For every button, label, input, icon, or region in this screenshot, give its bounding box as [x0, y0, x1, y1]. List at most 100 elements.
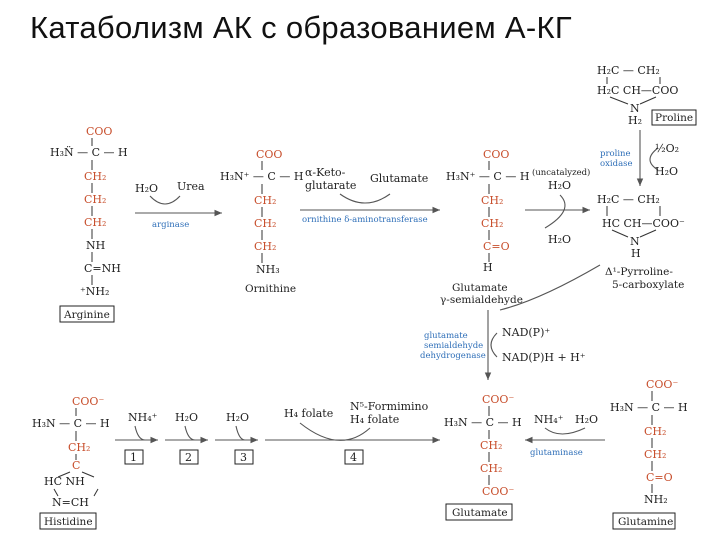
arg-ch2-1: CH₂ — [84, 170, 106, 183]
step-box-1 — [124, 449, 144, 465]
his-ch2: CH₂ — [68, 441, 90, 454]
glutamate-label: Glutamate — [452, 507, 508, 519]
p5c-label-line1: Δ¹-Pyrroline- — [605, 266, 673, 278]
glutaminase-enzyme: glutaminase — [530, 448, 583, 458]
gsa-dh-nadph: NAD(P)H + H⁺ — [502, 351, 586, 364]
gsa-co: C=O — [483, 240, 510, 253]
glutaminase-step: NH₄⁺ H₂O glutaminase — [525, 413, 605, 458]
his-c: C — [72, 459, 80, 472]
step-box-2 — [179, 449, 199, 465]
gsa-dehydrogenase-step: glutamate semialdehyde dehydrogenase NAD… — [420, 310, 586, 380]
orn-nh3: NH₃ — [256, 263, 280, 276]
proline-label-box — [651, 109, 697, 126]
histidine-label: Histidine — [44, 516, 93, 528]
step-num-2: 2 — [185, 451, 192, 464]
glu-coo-bottom: COO⁻ — [482, 485, 514, 498]
gsa-dh-line3: dehydrogenase — [420, 351, 486, 361]
page-title: Катаболизм АК с образованием А-КГ — [30, 10, 572, 45]
gln-coo: COO⁻ — [646, 378, 678, 391]
p5c-row2: HC CH—COO⁻ — [602, 217, 685, 230]
glutamate-label-box — [445, 503, 513, 521]
glu-ch2-2: CH₂ — [480, 462, 502, 475]
step-num-3: 3 — [240, 451, 247, 464]
orn-alpha: H₃N⁺ — C — H — [220, 170, 303, 183]
glu-coo-top: COO⁻ — [482, 393, 514, 406]
his-alpha: H₃N — C — H — [32, 417, 110, 430]
gsa-h: H — [483, 261, 493, 274]
uncatalyzed-h2o-in: H₂O — [548, 233, 571, 246]
aminotransferase-enzyme: ornithine δ-aminotransferase — [302, 215, 428, 225]
gsa-ch2-1: CH₂ — [481, 194, 503, 207]
arg-alpha: H₃N̈ — C — H — [50, 146, 128, 159]
proline-oxidase-line2: oxidase — [600, 159, 633, 169]
gln-ch2-1: CH₂ — [644, 425, 666, 438]
proline-label: Proline — [655, 112, 693, 124]
gln-alpha: H₃N — C — H — [610, 401, 688, 414]
gsa-dh-line2: semialdehyde — [424, 341, 483, 351]
arg-coo: COO — [86, 125, 112, 138]
orn-coo: COO — [256, 148, 282, 161]
glutaminase-h2o: H₂O — [575, 413, 598, 426]
his-h2o-a: H₂O — [175, 411, 198, 424]
orn-ch2-3: CH₂ — [254, 240, 276, 253]
proline-structure: H₂C — CH₂ H₂C CH—COO N H₂ Proline — [597, 64, 697, 127]
gsa-coo: COO — [483, 148, 509, 161]
gsa-dh-nadp: NAD(P)⁺ — [502, 326, 550, 339]
p5c-row1: H₂C — CH₂ — [597, 193, 660, 206]
his-ring2: N=CH — [52, 496, 89, 509]
uncatalyzed-h2o-out: H₂O — [548, 179, 571, 192]
step-box-4 — [344, 449, 364, 465]
arg-nh2: ⁺NH₂ — [80, 285, 109, 298]
histidine-steps: NH₄⁺ H₂O H₂O H₄ folate N⁵-Formimino H₄ f… — [115, 400, 440, 465]
step-box-3 — [234, 449, 254, 465]
proline-oxidase-h2o: H₂O — [655, 165, 678, 178]
ornithine-label: Ornithine — [245, 283, 296, 295]
arg-nh: NH — [86, 239, 105, 252]
p5c-structure: H₂C — CH₂ HC CH—COO⁻ N H Δ¹-Pyrroline- 5… — [597, 193, 685, 291]
gsa-ch2-2: CH₂ — [481, 217, 503, 230]
glutamate-structure: COO⁻ H₃N — C — H CH₂ CH₂ COO⁻ Glutamate — [444, 393, 522, 521]
step-num-1: 1 — [130, 451, 137, 464]
arginase-h2o: H₂O — [135, 182, 158, 195]
gsa-structure: COO H₃N⁺ — C — H CH₂ CH₂ C=O H Glutamate… — [440, 148, 529, 306]
ornithine-structure: COO H₃N⁺ — C — H CH₂ CH₂ CH₂ NH₃ Ornithi… — [220, 148, 303, 295]
step2-glutamate: Glutamate — [370, 172, 428, 185]
gln-ch2-2: CH₂ — [644, 448, 666, 461]
orn-ch2-2: CH₂ — [254, 217, 276, 230]
akg-line1: α-Keto- — [305, 166, 346, 179]
his-h4folate: H₄ folate — [284, 407, 333, 420]
arg-ch2-2: CH₂ — [84, 193, 106, 206]
gsa-alpha: H₃N⁺ — C — H — [446, 170, 529, 183]
his-formimino-line1: N⁵-Formimino — [350, 400, 429, 413]
arginase-step: H₂O Urea arginase — [135, 180, 222, 230]
proline-oxidase-o2: ½O₂ — [655, 142, 679, 155]
proline-oxidase-step: proline oxidase ½O₂ H₂O — [600, 130, 679, 186]
his-formimino-line2: H₄ folate — [350, 413, 399, 426]
glu-alpha: H₃N — C — H — [444, 416, 522, 429]
arginine-label: Arginine — [63, 309, 110, 321]
uncatalyzed-label: (uncatalyzed) — [532, 167, 590, 178]
glutamine-label: Glutamine — [618, 516, 673, 528]
p5c-h: H — [631, 247, 641, 260]
pro-n: N — [630, 102, 640, 115]
arginase-urea: Urea — [177, 180, 205, 193]
ornithine-aminotransferase-step: α-Keto- glutarate Glutamate ornithine δ-… — [300, 166, 440, 225]
pro-h2: H₂ — [628, 114, 642, 127]
akg-line2: glutarate — [305, 179, 356, 192]
gln-co: C=O — [646, 471, 673, 484]
arg-ch2-3: CH₂ — [84, 216, 106, 229]
glu-ch2-1: CH₂ — [480, 439, 502, 452]
gsa-dh-line1: glutamate — [424, 331, 468, 341]
proline-oxidase-line1: proline — [600, 149, 631, 159]
gsa-label-line1: Glutamate — [452, 282, 508, 294]
gsa-label-line2: γ-semialdehyde — [440, 294, 523, 306]
arginine-label-box — [59, 305, 115, 323]
arg-cnh: C=NH — [84, 262, 121, 275]
histidine-structure: COO⁻ H₃N — C — H CH₂ C HC NH N=CH Histid… — [32, 395, 110, 530]
uncatalyzed-step: (uncatalyzed) H₂O H₂O — [525, 167, 590, 246]
orn-ch2-1: CH₂ — [254, 194, 276, 207]
step-num-4: 4 — [350, 451, 357, 464]
glutaminase-nh4: NH₄⁺ — [534, 413, 564, 426]
gln-nh2: NH₂ — [644, 493, 668, 506]
